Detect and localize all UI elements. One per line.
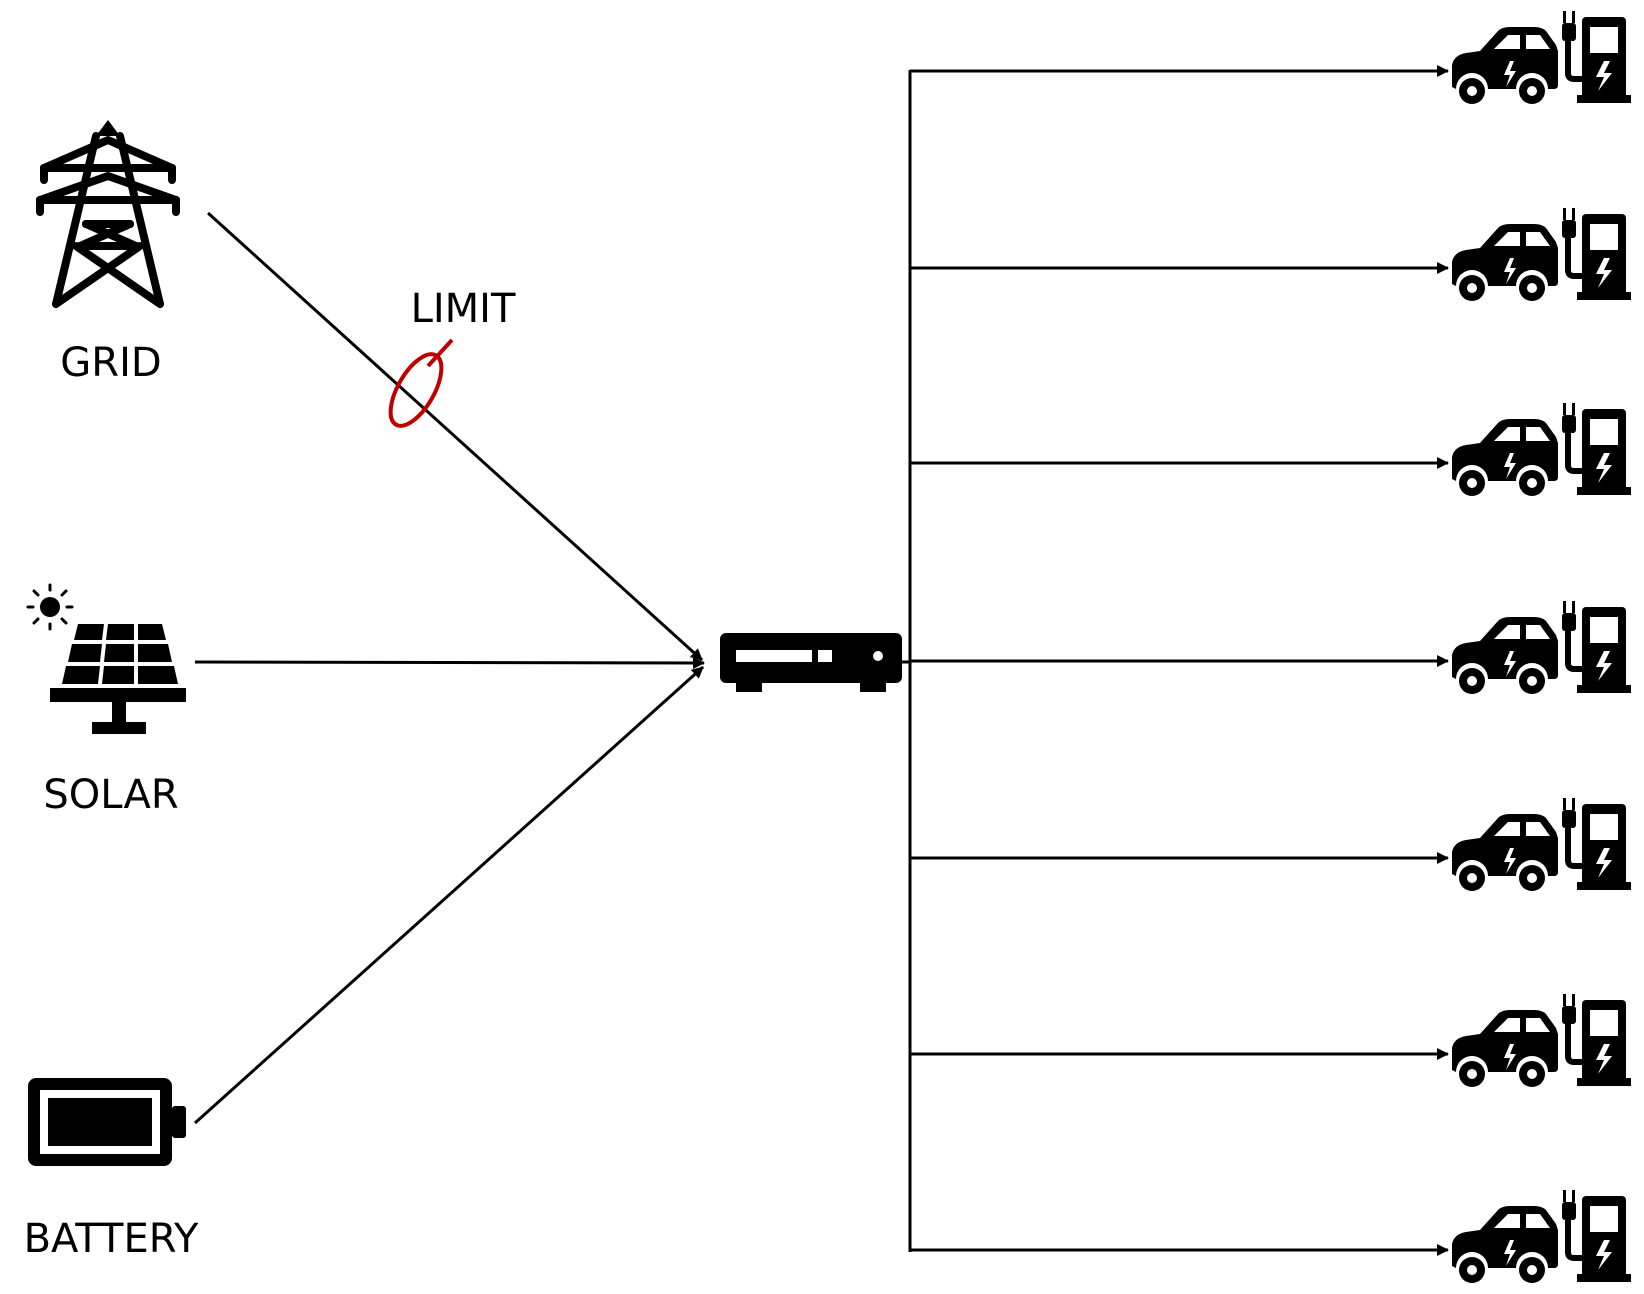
ev-charging-car-icon-1 <box>1452 11 1631 104</box>
battery-label: BATTERY <box>24 1216 199 1262</box>
solar-panel-icon <box>26 583 186 734</box>
limit-indicator <box>388 338 454 428</box>
battery-icon <box>28 1078 186 1166</box>
solar-label: SOLAR <box>43 772 178 818</box>
ev-charging-car-icon-6 <box>1452 994 1631 1087</box>
grid-connection <box>206 211 704 662</box>
ev-charging-car-icon-5 <box>1452 798 1631 891</box>
inverter-icon <box>720 633 902 692</box>
ev-charging-car-icon-2 <box>1452 208 1631 301</box>
ev-charging-car-icon-7 <box>1452 1190 1631 1283</box>
power-tower-icon <box>36 120 180 308</box>
grid-label: GRID <box>60 340 161 386</box>
ev-charging-car-icon-3 <box>1452 403 1631 496</box>
solar-connection <box>194 656 705 669</box>
ev-charging-car-icon-4 <box>1452 601 1631 694</box>
battery-connection <box>193 665 705 1125</box>
limit-label: LIMIT <box>411 286 516 332</box>
